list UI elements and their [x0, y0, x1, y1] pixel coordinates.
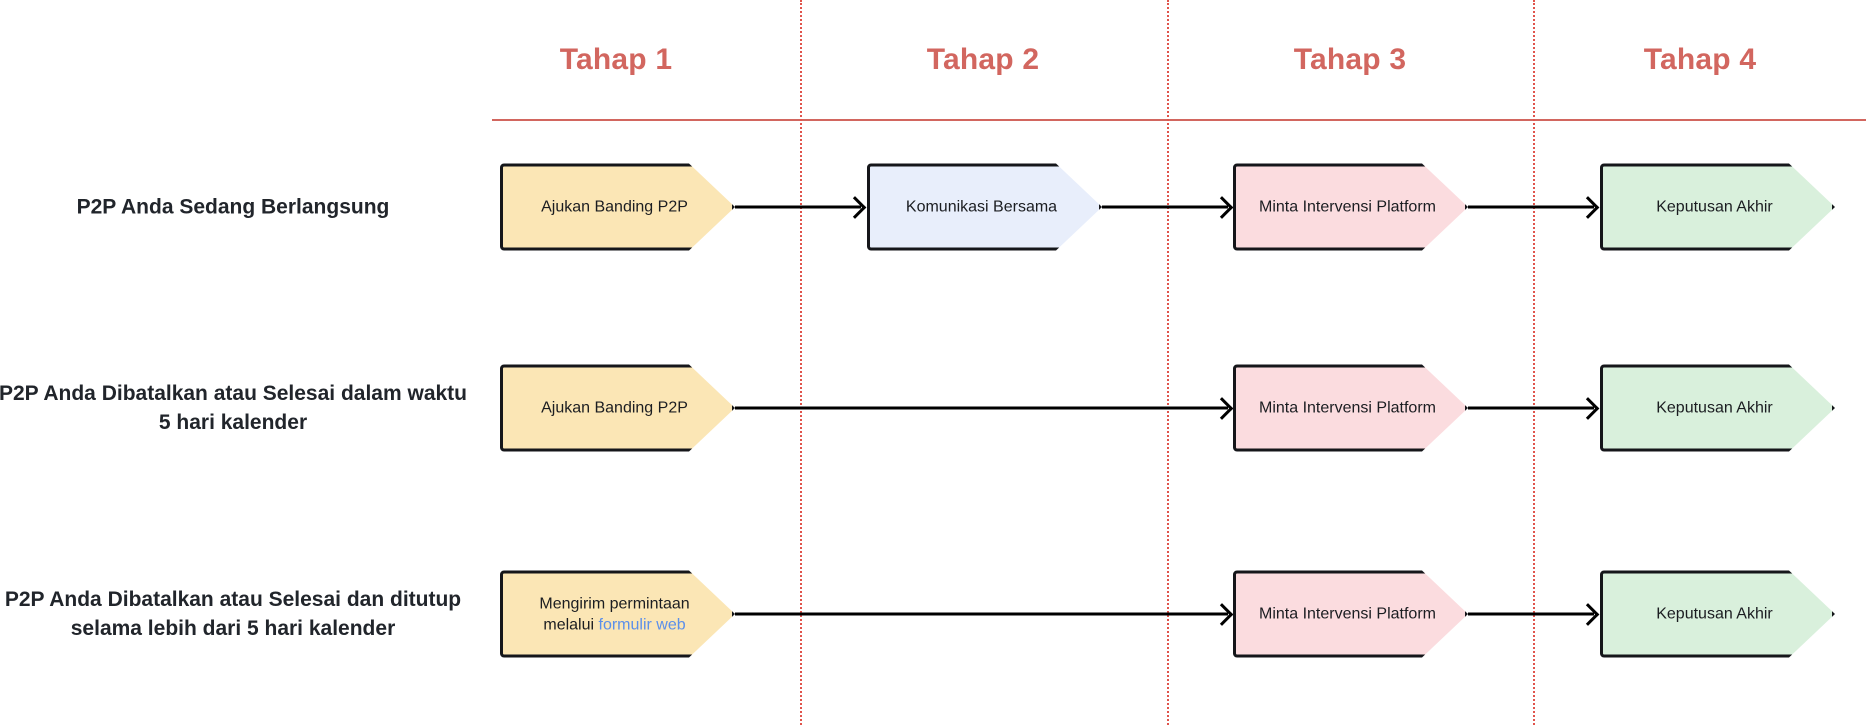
flow-node-label: Mengirim permintaan melalui formulir web — [515, 593, 714, 635]
flow-node[interactable]: Mengirim permintaan melalui formulir web — [500, 571, 735, 658]
flow-node[interactable]: Minta Intervensi Platform — [1233, 571, 1468, 658]
flow-node-text: Mengirim permintaan melalui — [539, 595, 690, 633]
flow-node[interactable]: Ajukan Banding P2P — [500, 365, 735, 452]
connector-arrow — [735, 406, 1228, 410]
row-label-2: P2P Anda Dibatalkan atau Selesai dalam w… — [0, 382, 468, 434]
flow-node-label: Keputusan Akhir — [1656, 399, 1773, 417]
flow-node[interactable]: Komunikasi Bersama — [867, 164, 1102, 251]
web-form-link[interactable]: formulir web — [598, 616, 686, 633]
flow-node-label: Minta Intervensi Platform — [1259, 399, 1436, 417]
connector-arrow — [1468, 205, 1594, 209]
row-label-3: P2P Anda Dibatalkan atau Selesai dan dit… — [4, 588, 462, 640]
flow-node-label: Keputusan Akhir — [1656, 198, 1773, 216]
flow-node[interactable]: Keputusan Akhir — [1600, 365, 1835, 452]
connector-arrow — [1102, 205, 1228, 209]
flow-node[interactable]: Keputusan Akhir — [1600, 164, 1835, 251]
stage-header-3: Tahap 3 — [1293, 43, 1407, 76]
row-label-1: P2P Anda Sedang Berlangsung — [76, 195, 390, 219]
flow-node[interactable]: Minta Intervensi Platform — [1233, 164, 1468, 251]
connector-arrow — [735, 205, 861, 209]
flow-node-label: Ajukan Banding P2P — [541, 198, 688, 216]
stage-divider-2 — [1167, 0, 1169, 725]
flow-node[interactable]: Minta Intervensi Platform — [1233, 365, 1468, 452]
flow-node-label: Komunikasi Bersama — [905, 198, 1058, 216]
header-divider-rule — [492, 119, 1866, 121]
connector-arrow — [735, 612, 1228, 616]
stage-header-4: Tahap 4 — [1643, 43, 1757, 76]
flow-node[interactable]: Ajukan Banding P2P — [500, 164, 735, 251]
flow-node-label: Ajukan Banding P2P — [541, 399, 688, 417]
stage-divider-1 — [800, 0, 802, 725]
flow-node-label: Keputusan Akhir — [1656, 605, 1773, 623]
stage-header-1: Tahap 1 — [559, 43, 673, 76]
flow-node-label: Minta Intervensi Platform — [1259, 198, 1436, 216]
flow-node[interactable]: Keputusan Akhir — [1600, 571, 1835, 658]
connector-arrow — [1468, 406, 1594, 410]
connector-arrow — [1468, 612, 1594, 616]
stage-header-2: Tahap 2 — [926, 43, 1040, 76]
stage-divider-3 — [1533, 0, 1535, 725]
flow-node-label: Minta Intervensi Platform — [1259, 605, 1436, 623]
